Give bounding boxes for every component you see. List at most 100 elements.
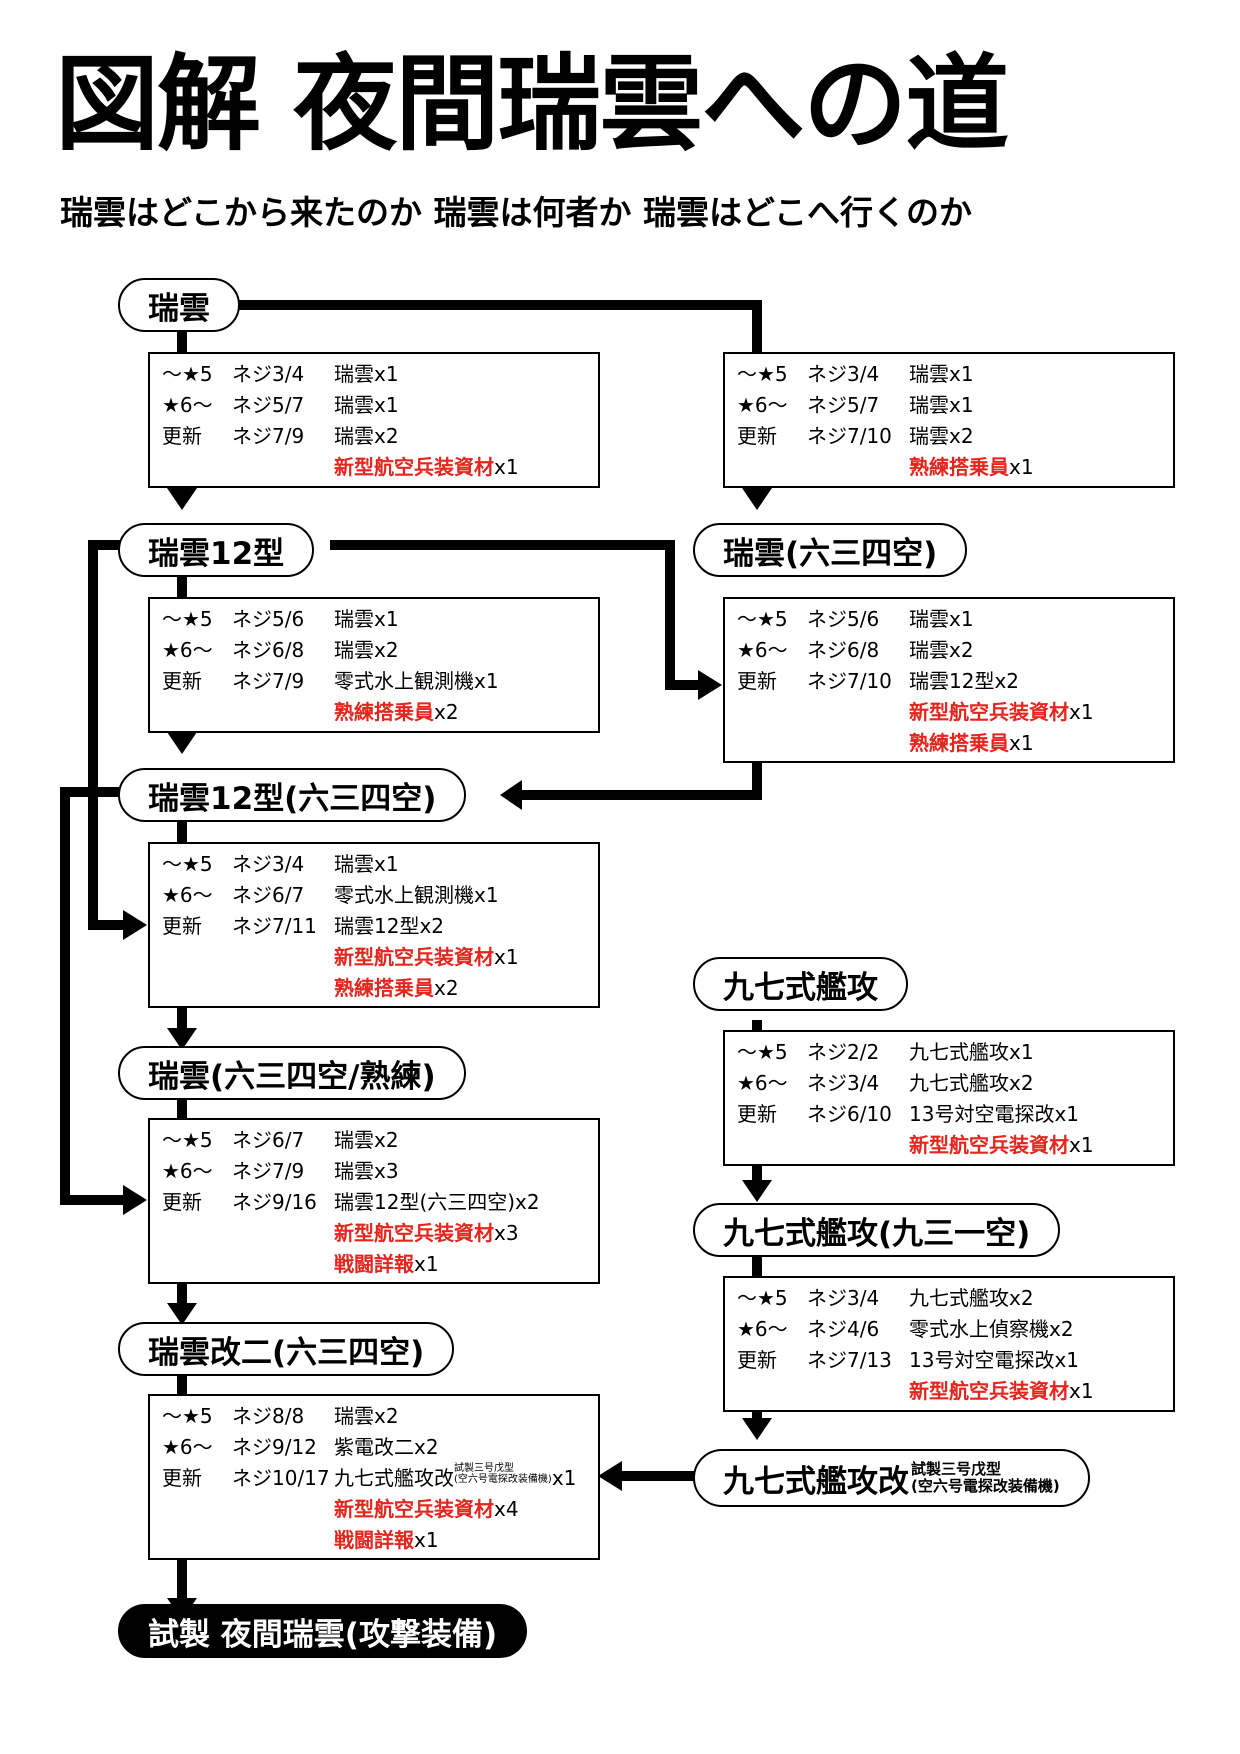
star-range: ★6～ — [737, 1317, 788, 1341]
table-row: ～★5 ネジ3/4 瑞雲x1 — [737, 359, 1173, 390]
special-item: 新型航空兵装資材 — [909, 1379, 1069, 1403]
screw-cost: ネジ5/7 — [232, 393, 305, 417]
node-final: 試製 夜間瑞雲(攻撃装備) — [118, 1604, 528, 1658]
node-zuiun-kai2: 瑞雲改二(六三四空) — [118, 1322, 455, 1376]
material: 零式水上偵察機x2 — [909, 1317, 1074, 1341]
item-count: x2 — [434, 976, 459, 1000]
material: 瑞雲x1 — [909, 362, 974, 386]
material-subtext-2: (空六号電探改装備機) — [454, 1474, 552, 1485]
node-type97-kai-sub1: 試製三号戊型 — [911, 1460, 1002, 1478]
screw-cost: ネジ6/8 — [807, 638, 880, 662]
screw-cost: ネジ2/2 — [807, 1040, 880, 1064]
star-range: ～★5 — [737, 362, 788, 386]
star-range: ～★5 — [162, 362, 213, 386]
table-row: ★6～ ネジ5/7 瑞雲x1 — [737, 390, 1173, 421]
special-item: 新型航空兵装資材 — [909, 700, 1069, 724]
special-item: 新型航空兵装資材 — [334, 945, 494, 969]
material: 零式水上観測機x1 — [334, 669, 499, 693]
material: 九七式艦攻x2 — [909, 1286, 1034, 1310]
star-range: ★6～ — [737, 393, 788, 417]
material: 瑞雲x2 — [334, 1404, 399, 1428]
screw-cost: ネジ5/7 — [807, 393, 880, 417]
screw-cost: ネジ9/16 — [232, 1190, 317, 1214]
star-range: 更新 — [737, 1102, 777, 1126]
item-count: x1 — [414, 1252, 439, 1276]
special-item: 熟練搭乗員 — [909, 455, 1009, 479]
special-item: 戦闘詳報 — [334, 1528, 414, 1552]
node-type97-kai-sub: 試製三号戊型 (空六号電探改装備機) — [911, 1461, 1060, 1495]
special-item: 新型航空兵装資材 — [909, 1133, 1069, 1157]
screw-cost: ネジ7/13 — [807, 1348, 892, 1372]
node-type97-931: 九七式艦攻(九三一空) — [693, 1203, 1061, 1257]
special-item: 熟練搭乗員 — [334, 976, 434, 1000]
star-range: 更新 — [737, 669, 777, 693]
material: 九七式艦攻改 — [334, 1466, 454, 1490]
screw-cost: ネジ5/6 — [232, 607, 305, 631]
item-count: x2 — [434, 700, 459, 724]
material: 瑞雲x2 — [909, 638, 974, 662]
material: 瑞雲x1 — [334, 362, 399, 386]
screw-cost: ネジ4/6 — [807, 1317, 880, 1341]
item-count: x1 — [551, 1466, 577, 1490]
screw-cost: ネジ3/4 — [807, 362, 880, 386]
page-title: 図解 夜間瑞雲への道 — [55, 43, 1009, 165]
screw-cost: ネジ3/4 — [807, 1286, 880, 1310]
screw-cost: ネジ7/9 — [232, 424, 305, 448]
material: 零式水上観測機x1 — [334, 883, 499, 907]
material: 瑞雲x3 — [334, 1159, 399, 1183]
material: 瑞雲x1 — [909, 607, 974, 631]
special-item: 戦闘詳報 — [334, 1252, 414, 1276]
node-zuiun-634-skilled: 瑞雲(六三四空/熟練) — [118, 1046, 466, 1100]
star-range: 更新 — [162, 914, 202, 938]
material: 瑞雲x2 — [334, 1128, 399, 1152]
page-subtitle: 瑞雲はどこから来たのか 瑞雲は何者か 瑞雲はどこへ行くのか — [60, 193, 972, 232]
screw-cost: ネジ5/6 — [807, 607, 880, 631]
node-type97-kai: 九七式艦攻改 試製三号戊型 (空六号電探改装備機) — [693, 1449, 1090, 1507]
item-count: x1 — [1069, 1133, 1094, 1157]
star-range: 更新 — [162, 1190, 202, 1214]
star-range: ★6～ — [162, 393, 213, 417]
table-row: ★6～ ネジ4/6 零式水上偵察機x2 — [737, 1314, 1173, 1345]
item-count: x1 — [494, 455, 519, 479]
special-item: 新型航空兵装資材 — [334, 1497, 494, 1521]
screw-cost: ネジ6/7 — [232, 883, 305, 907]
screw-cost: ネジ8/8 — [232, 1404, 305, 1428]
node-zuiun: 瑞雲 — [118, 278, 240, 332]
screw-cost: ネジ7/10 — [807, 669, 892, 693]
special-item: 熟練搭乗員 — [909, 731, 1009, 755]
material: 瑞雲x1 — [334, 852, 399, 876]
screw-cost: ネジ7/9 — [232, 669, 305, 693]
star-range: 更新 — [162, 1466, 202, 1490]
screw-cost: ネジ6/7 — [232, 1128, 305, 1152]
material: 13号対空電探改x1 — [909, 1348, 1080, 1372]
material: 瑞雲x1 — [909, 393, 974, 417]
node-zuiun-634: 瑞雲(六三四空) — [693, 523, 968, 577]
